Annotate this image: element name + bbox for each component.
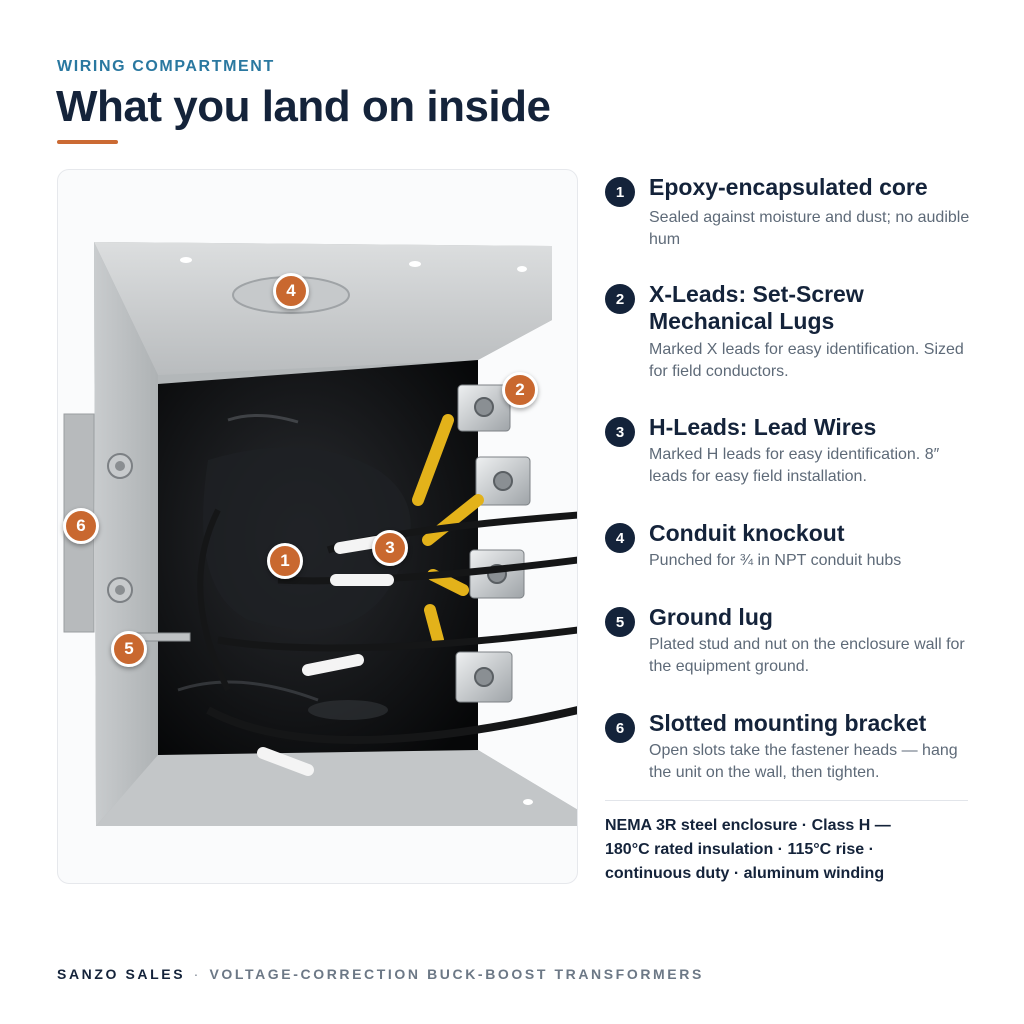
feature-title: X-Leads: Set-Screw Mechanical Lugs [649,281,864,334]
feature-title: Slotted mounting bracket [649,710,927,736]
section-eyebrow: WIRING COMPARTMENT [57,58,275,75]
feature-title: Epoxy-encapsulated core [649,174,928,200]
callout-badge-2: 2 [502,372,538,408]
feature-number: 6 [605,713,635,743]
x-lug [457,384,511,432]
callout-badge-4: 4 [273,273,309,309]
feature-number: 2 [605,284,635,314]
callout-badge-3: 3 [372,530,408,566]
footer-tagline: VOLTAGE-CORRECTION BUCK-BOOST TRANSFORME… [209,966,704,982]
brand-name: SANZO SALES [57,966,186,982]
product-photo: 1 2 3 4 5 6 [57,169,578,884]
feature-title: Ground lug [649,604,773,630]
feature-number: 3 [605,417,635,447]
feature-description: Marked X leads for easy identification. … [649,341,964,380]
transformer-enclosure-illustration [63,242,577,826]
feature-description: Marked H leads for easy identification. … [649,446,940,485]
title-accent-rule [57,140,118,144]
feature-description: Plated stud and nut on the enclosure wal… [649,636,965,675]
feature-number: 1 [605,177,635,207]
feature-description: Sealed against moisture and dust; no aud… [649,209,970,248]
footer: SANZO SALES · VOLTAGE-CORRECTION BUCK-BO… [57,966,704,982]
feature-description: Open slots take the fastener heads — han… [649,742,958,781]
x-lug [455,651,513,703]
feature-description: Punched for ¾ in NPT conduit hubs [649,552,902,569]
spec-divider [605,800,968,801]
callout-badge-1: 1 [267,543,303,579]
callout-badge-5: 5 [111,631,147,667]
feature-title: Conduit knockout [649,520,845,546]
footer-separator: · [193,966,201,982]
feature-number: 5 [605,607,635,637]
x-lug [475,456,531,506]
page-title: What you land on inside [56,82,551,131]
feature-number: 4 [605,523,635,553]
callout-badge-6: 6 [63,508,99,544]
spec-summary: NEMA 3R steel enclosure · Class H — 180°… [605,817,891,882]
feature-title: H-Leads: Lead Wires [649,414,877,440]
